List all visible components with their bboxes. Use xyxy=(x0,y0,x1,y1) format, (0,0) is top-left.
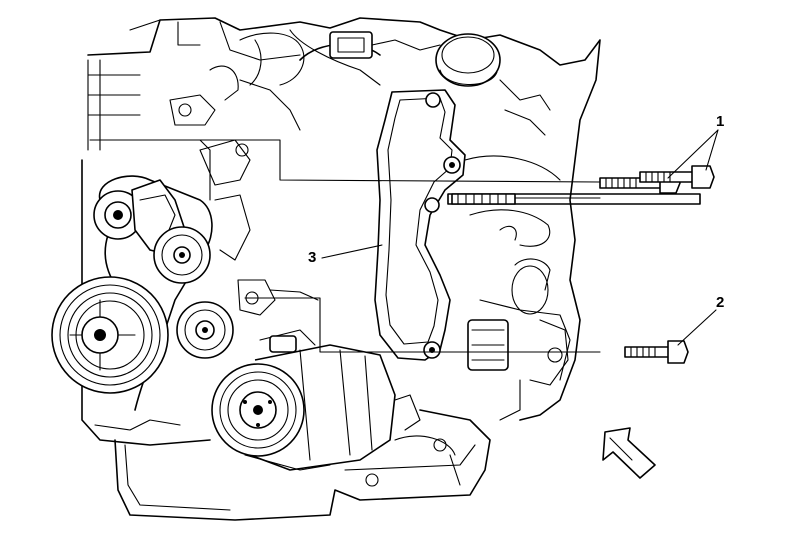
bracket-stud xyxy=(451,193,516,205)
callout-label-2: 2 xyxy=(716,294,725,311)
ac-compressor xyxy=(211,329,421,471)
bolt-lower-2 xyxy=(624,340,689,364)
accessory-drive xyxy=(51,139,319,446)
oil-pan xyxy=(114,409,491,521)
engine-block-outline xyxy=(87,17,601,421)
callout-label-3: 3 xyxy=(308,249,317,266)
callout-label-1: 1 xyxy=(716,113,725,130)
front-direction-arrow-icon xyxy=(602,427,656,479)
bracket-part-3 xyxy=(374,89,466,361)
callout-leaders xyxy=(321,129,719,346)
engine-right-details xyxy=(464,155,571,421)
